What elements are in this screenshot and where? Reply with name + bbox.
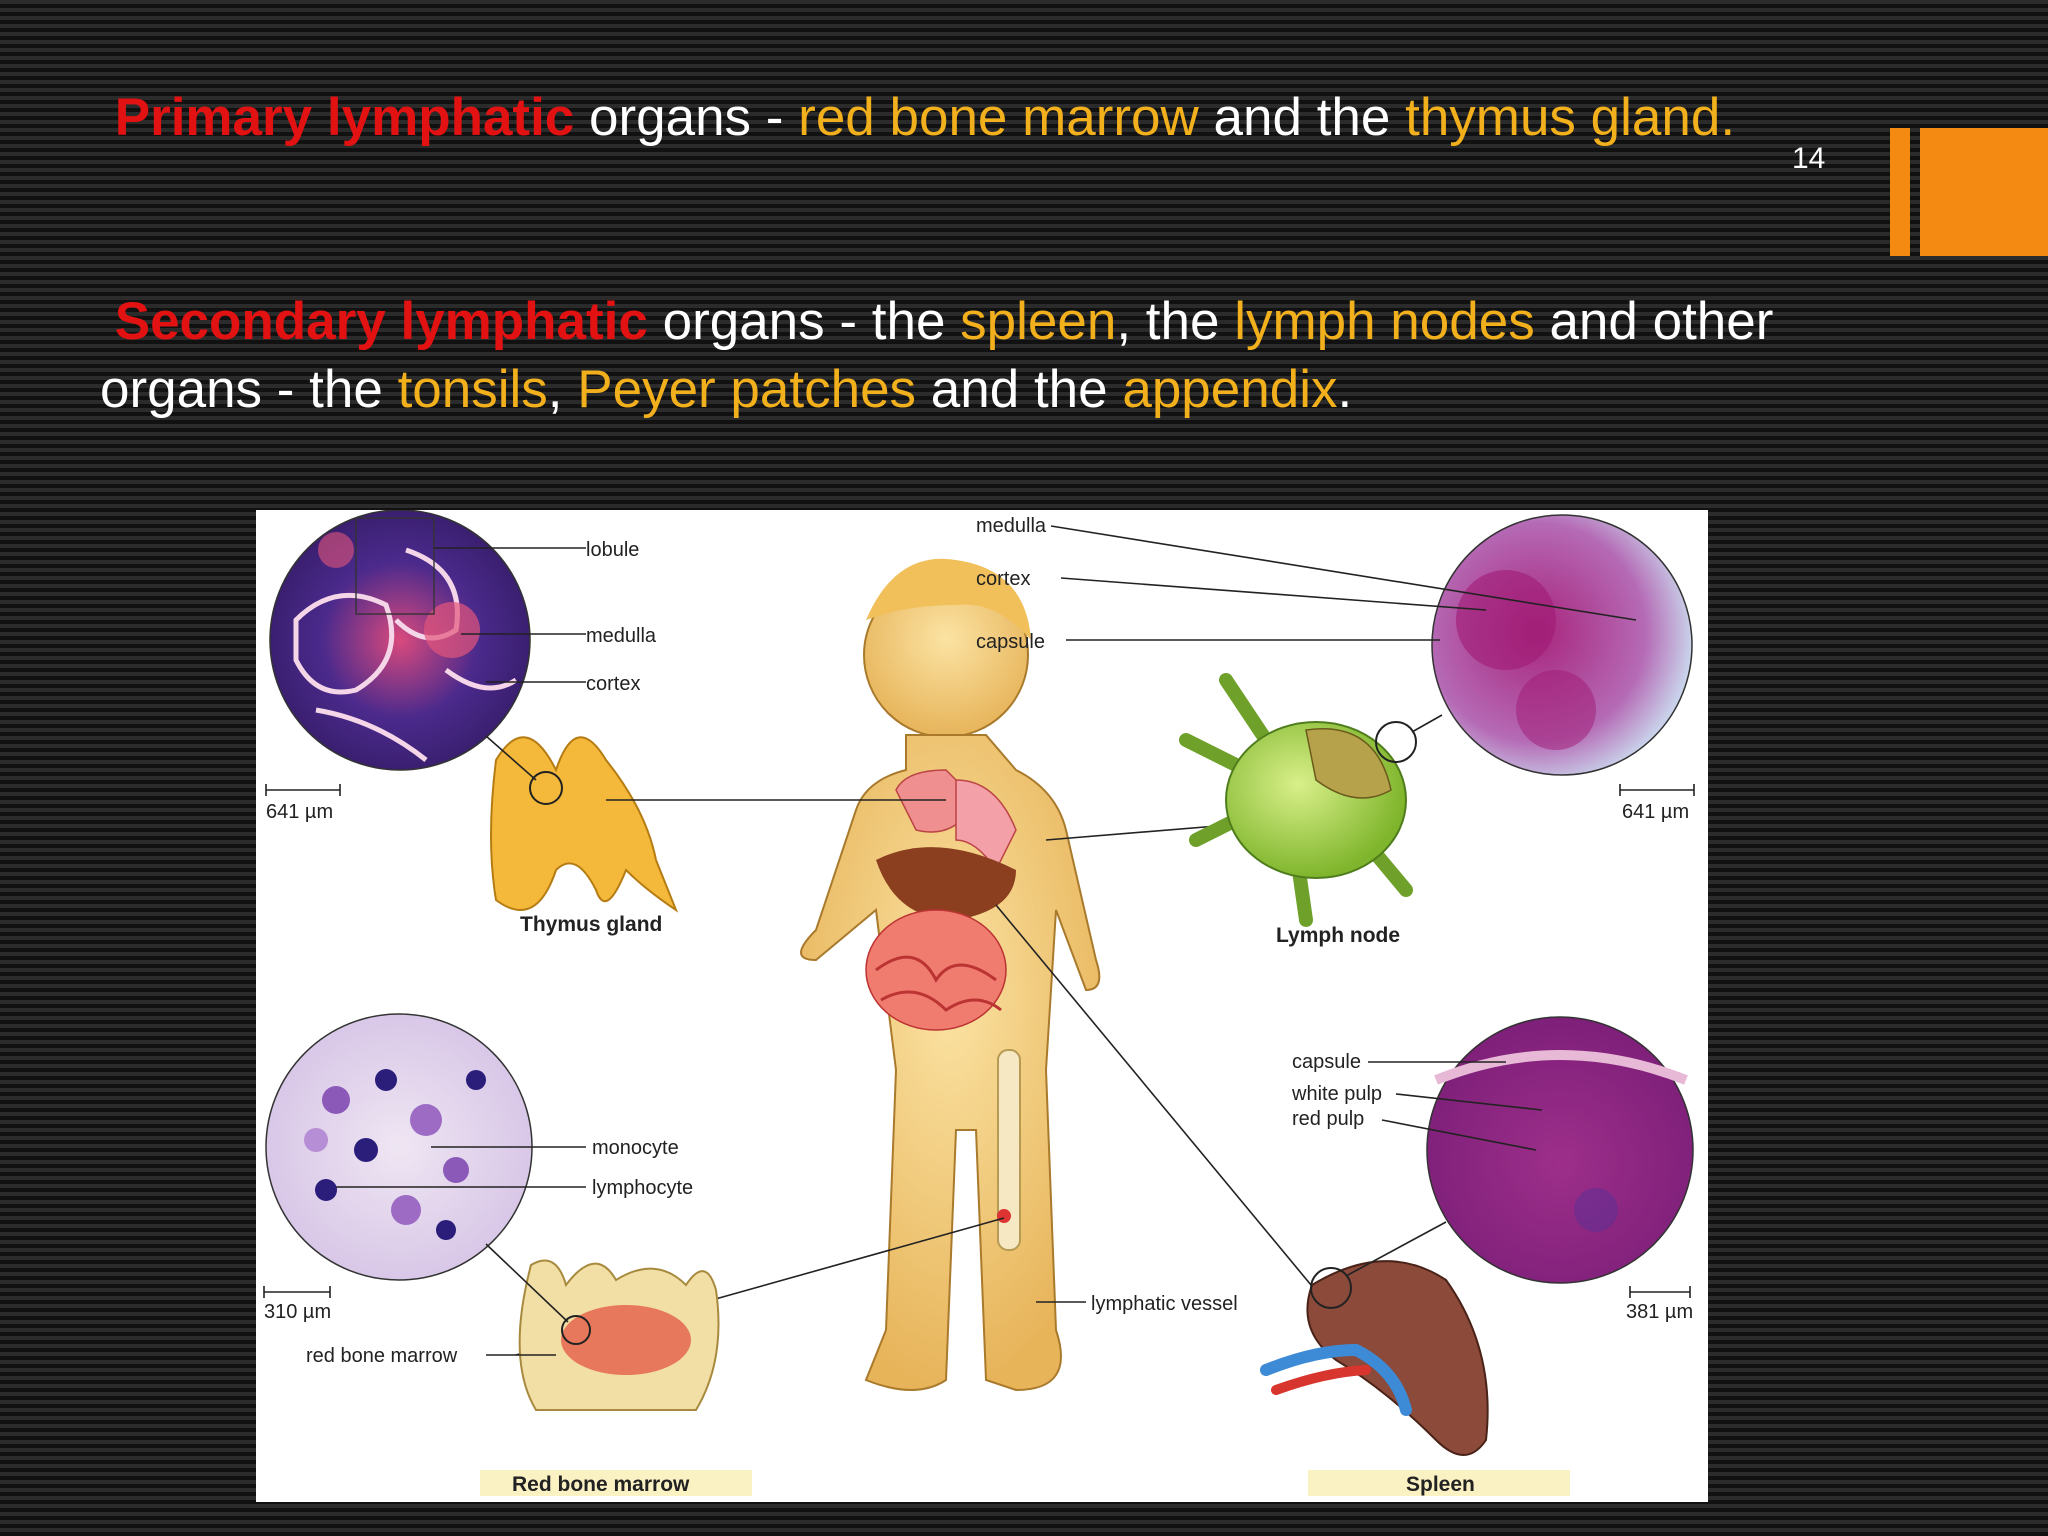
lymph-node-illustration bbox=[1179, 673, 1417, 927]
thymus-scale-label: 641 µm bbox=[266, 801, 333, 823]
thymus-medulla-label: medulla bbox=[586, 625, 657, 647]
secondary-lymphatic-paragraph: Secondary lymphatic organs - the spleen,… bbox=[100, 288, 1800, 424]
spleen-capsule-label: capsule bbox=[1292, 1051, 1361, 1073]
text-run: , the bbox=[1116, 292, 1235, 351]
node-capsule-label: capsule bbox=[976, 631, 1045, 653]
spleen-scale-bar bbox=[1629, 1286, 1691, 1298]
text-run: . bbox=[1337, 360, 1353, 419]
spleen-illustration bbox=[1260, 1260, 1489, 1456]
highlight-tonsils: tonsils bbox=[397, 360, 548, 419]
text-run: organs - bbox=[574, 88, 799, 147]
marrow-scale-bar bbox=[263, 1286, 331, 1298]
highlight-thymus-gland: thymus gland. bbox=[1405, 88, 1736, 147]
slide-number: 14 bbox=[1792, 142, 1826, 175]
thymus-gland-caption: Thymus gland bbox=[520, 913, 662, 936]
primary-lymphatic-paragraph: Primary lymphatic organs - red bone marr… bbox=[100, 84, 1740, 152]
marrow-scale-label: 310 µm bbox=[264, 1301, 331, 1323]
accent-bar bbox=[1890, 128, 1910, 256]
thymus-micrograph bbox=[269, 510, 531, 771]
marrow-caption-bg bbox=[480, 1470, 752, 1496]
thymus-lobule-label: lobule bbox=[586, 539, 639, 561]
node-cortex-label: cortex bbox=[976, 568, 1030, 590]
red-bone-marrow-label: red bone marrow bbox=[306, 1345, 458, 1367]
spleen-micrograph bbox=[1426, 1016, 1694, 1284]
bone-marrow-illustration bbox=[518, 1259, 720, 1411]
highlight-appendix: appendix bbox=[1122, 360, 1338, 419]
child-body-illustration bbox=[800, 558, 1101, 1392]
highlight-peyer-patches: Peyer patches bbox=[577, 360, 917, 419]
accent-block bbox=[1920, 128, 2048, 256]
lymphocyte-label: lymphocyte bbox=[592, 1177, 693, 1199]
text-run: organs - the bbox=[647, 292, 961, 351]
highlight-spleen: spleen bbox=[960, 292, 1117, 351]
white-pulp-label: white pulp bbox=[1291, 1083, 1382, 1105]
lymph-node-micrograph bbox=[1431, 514, 1693, 776]
bone-marrow-micrograph bbox=[265, 1013, 533, 1281]
primary-lymphatic-term: Primary lymphatic bbox=[114, 88, 575, 147]
lymphatic-vessel-label: lymphatic vessel bbox=[1091, 1293, 1238, 1315]
thymus-cortex-label: cortex bbox=[586, 673, 640, 695]
secondary-lymphatic-term: Secondary lymphatic bbox=[114, 292, 648, 351]
highlight-lymph-nodes: lymph nodes bbox=[1234, 292, 1535, 351]
text-run: and the bbox=[1198, 88, 1406, 147]
red-bone-marrow-caption: Red bone marrow bbox=[512, 1473, 690, 1496]
spleen-scale-label: 381 µm bbox=[1626, 1301, 1693, 1323]
red-pulp-label: red pulp bbox=[1292, 1108, 1364, 1130]
text-run: , bbox=[547, 360, 578, 419]
lymphatic-diagram: lobule medulla cortex 641 µm Thymus glan… bbox=[263, 510, 1695, 1496]
text-run: and other organs - the bbox=[100, 292, 1774, 419]
lymphatic-organs-figure: lobule medulla cortex 641 µm Thymus glan… bbox=[256, 510, 1708, 1502]
thymus-gland-illustration bbox=[490, 736, 679, 913]
node-scale-bar bbox=[1619, 784, 1695, 796]
monocyte-label: monocyte bbox=[592, 1137, 679, 1159]
thymus-scale-bar bbox=[265, 784, 341, 796]
node-scale-label: 641 µm bbox=[1622, 801, 1689, 823]
highlight-red-bone-marrow: red bone marrow bbox=[798, 88, 1199, 147]
spleen-caption-bg bbox=[1308, 1470, 1570, 1496]
node-medulla-label: medulla bbox=[976, 515, 1047, 537]
text-run: and the bbox=[916, 360, 1123, 419]
lymph-node-caption: Lymph node bbox=[1276, 924, 1400, 947]
spleen-caption: Spleen bbox=[1406, 1473, 1475, 1496]
